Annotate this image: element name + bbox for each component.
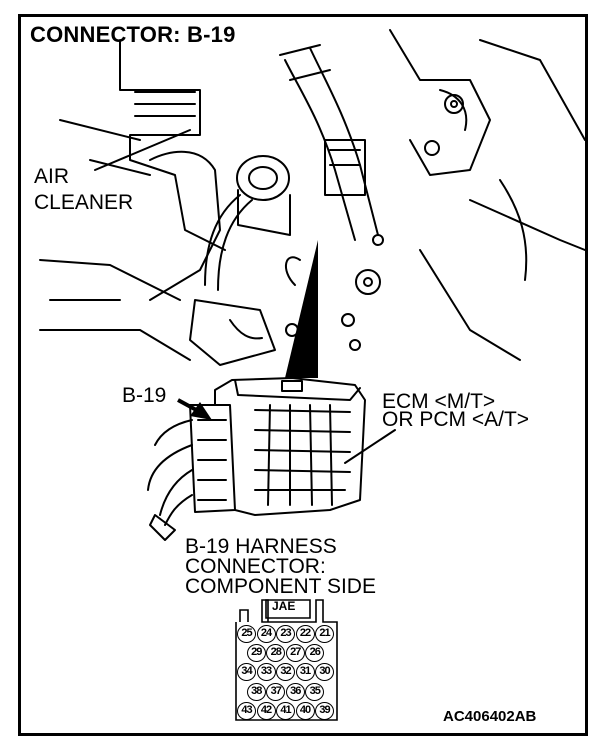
connector-callout-label: B-19: [122, 384, 167, 407]
connector-title: CONNECTOR: B-19: [30, 22, 236, 47]
ecm-label-line2: OR PCM <A/T>: [382, 408, 530, 431]
ecm-top: [234, 379, 361, 401]
air-cleaner-body: [149, 150, 221, 301]
connector-pin: 30: [315, 663, 334, 682]
connector-pin: 40: [295, 701, 315, 720]
connector-pin: 31: [295, 663, 315, 682]
harness-label-line3: COMPONENT SIDE: [185, 575, 376, 598]
bolt: [444, 94, 464, 114]
connector-maker-label: JAE: [272, 599, 296, 613]
connector-pin: 33: [256, 663, 276, 682]
ecm-label-line1: ECM <M/T>: [382, 390, 496, 413]
oil-cap: [236, 155, 290, 201]
harness-label-line1: B-19 HARNESS: [185, 535, 337, 558]
connector-pin: 42: [256, 701, 276, 720]
connector-pin: 21: [315, 625, 334, 643]
ecm-fins: [254, 409, 351, 491]
intake-housing: [119, 39, 226, 251]
air-cleaner-leader: [94, 129, 191, 171]
lower-bracket: [189, 299, 276, 366]
oil-cap-base: [237, 189, 291, 236]
connector-pin: 23: [276, 625, 295, 643]
hose-left: [204, 194, 241, 286]
connector-pin: 39: [315, 701, 334, 720]
connector-pin: 25: [237, 625, 256, 643]
connector-pin: 38: [246, 682, 266, 701]
relay-box: [324, 139, 366, 196]
connector-pin: 35: [305, 682, 325, 701]
connector-pin: 37: [266, 682, 286, 701]
connector-pin: 43: [237, 701, 256, 720]
air-cleaner-label-line1: AIR: [34, 165, 70, 188]
jae-key: [265, 599, 311, 619]
connector-plug: [189, 404, 236, 513]
location-pointer: [285, 240, 318, 378]
connector-pin: 34: [237, 663, 256, 682]
connector-pin: 22: [295, 625, 315, 643]
b19-arrowhead: [190, 402, 212, 420]
harness-label-line2: CONNECTOR:: [185, 555, 326, 578]
connector-pin: 36: [285, 682, 305, 701]
connector-face-outline: [235, 599, 338, 721]
connector-pin: 28: [266, 644, 286, 663]
bracket-lines: [39, 119, 181, 301]
connector-pin: 29: [246, 644, 266, 663]
connector-pin: 26: [305, 644, 325, 663]
connector-pin: 27: [285, 644, 305, 663]
figure-code: AC406402AB: [443, 708, 537, 725]
connector-pin: 41: [276, 701, 295, 720]
air-cleaner-label-line2: CLEANER: [34, 191, 134, 214]
connector-pin: 24: [256, 625, 276, 643]
diagonal-hose: [284, 59, 356, 241]
connector-pin: 32: [276, 663, 295, 682]
body-panel: [419, 39, 586, 361]
intake-rib: [134, 91, 196, 117]
hose-clamp: [279, 44, 331, 81]
strut-tower: [389, 29, 491, 176]
wire-harness: [147, 419, 193, 526]
ecm-leader: [344, 429, 396, 464]
